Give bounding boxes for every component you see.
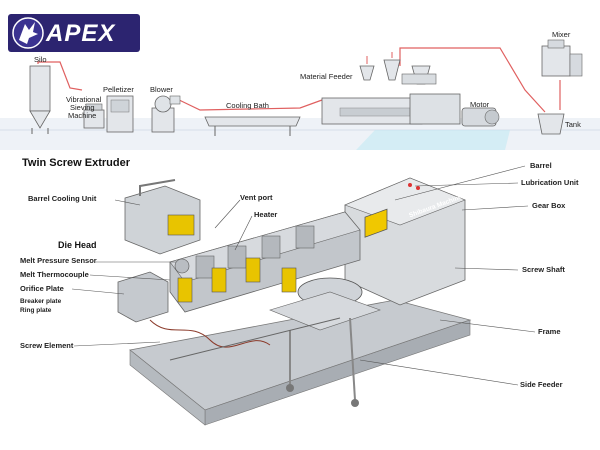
logo-text: APEX <box>46 20 116 47</box>
label-barrel-cooling-unit: Barrel Cooling Unit <box>28 194 97 203</box>
label-mixer: Mixer <box>552 30 571 39</box>
label-silo: Silo <box>34 55 47 64</box>
sieving-machine-graphic <box>83 103 105 129</box>
label-die-head: Die Head <box>58 240 97 250</box>
cooling-bath-graphic <box>204 116 301 136</box>
screw-element-lines <box>149 319 271 348</box>
label-pelletizer: Pelletizer <box>103 85 134 94</box>
label-gear-box: Gear Box <box>532 201 566 210</box>
label-melt-thermocouple: Melt Thermocouple <box>20 270 89 279</box>
blower-graphic <box>151 95 181 133</box>
dragon-emblem-icon <box>12 17 44 49</box>
label-screw-shaft: Screw Shaft <box>522 265 565 274</box>
barrel-cooling-unit-graphic <box>124 179 201 255</box>
process-line-diagram <box>0 39 600 150</box>
label-breaker-plate: Breaker plate <box>20 298 62 305</box>
pelletizer-graphic <box>106 95 134 133</box>
section-title: Twin Screw Extruder <box>22 157 130 169</box>
side-feeder-graphic <box>269 277 381 407</box>
label-vent-port: Vent port <box>240 193 273 202</box>
heater-graphic <box>177 257 297 303</box>
label-vibrational-3: Machine <box>68 111 97 120</box>
label-blower: Blower <box>150 85 173 94</box>
label-vibrational-1: Vibrational <box>66 95 102 104</box>
label-melt-pressure-sensor: Melt Pressure Sensor <box>20 256 97 265</box>
gear-box-graphic <box>344 177 466 306</box>
mixer-pipe <box>399 47 546 113</box>
label-barrel: Barrel <box>530 161 552 170</box>
material-feeder-graphic <box>359 52 437 85</box>
label-side-feeder: Side Feeder <box>520 380 563 389</box>
label-lubrication-unit: Lubrication Unit <box>521 178 579 187</box>
label-tank: Tank <box>565 120 581 129</box>
silo-graphic <box>29 65 51 134</box>
mixer-graphic <box>541 39 583 77</box>
label-heater: Heater <box>254 210 278 219</box>
silo-pipe <box>37 61 83 91</box>
label-cooling-bath: Cooling Bath <box>226 101 269 110</box>
label-frame: Frame <box>538 327 561 336</box>
zoom-beam <box>356 130 510 150</box>
tank-graphic <box>537 113 565 135</box>
strand-pipe <box>174 97 323 111</box>
apex-logo: APEX <box>8 14 140 52</box>
label-screw-element: Screw Element <box>20 341 74 350</box>
label-motor: Motor <box>470 100 490 109</box>
label-ring-plate: Ring plate <box>20 307 52 314</box>
label-vibrational-2: Sieving <box>70 103 95 112</box>
extruder-small-graphic <box>321 93 500 127</box>
label-orifice-plate: Orifice Plate <box>20 284 64 293</box>
die-head-graphic <box>117 258 190 323</box>
label-material-feeder: Material Feeder <box>300 72 353 81</box>
